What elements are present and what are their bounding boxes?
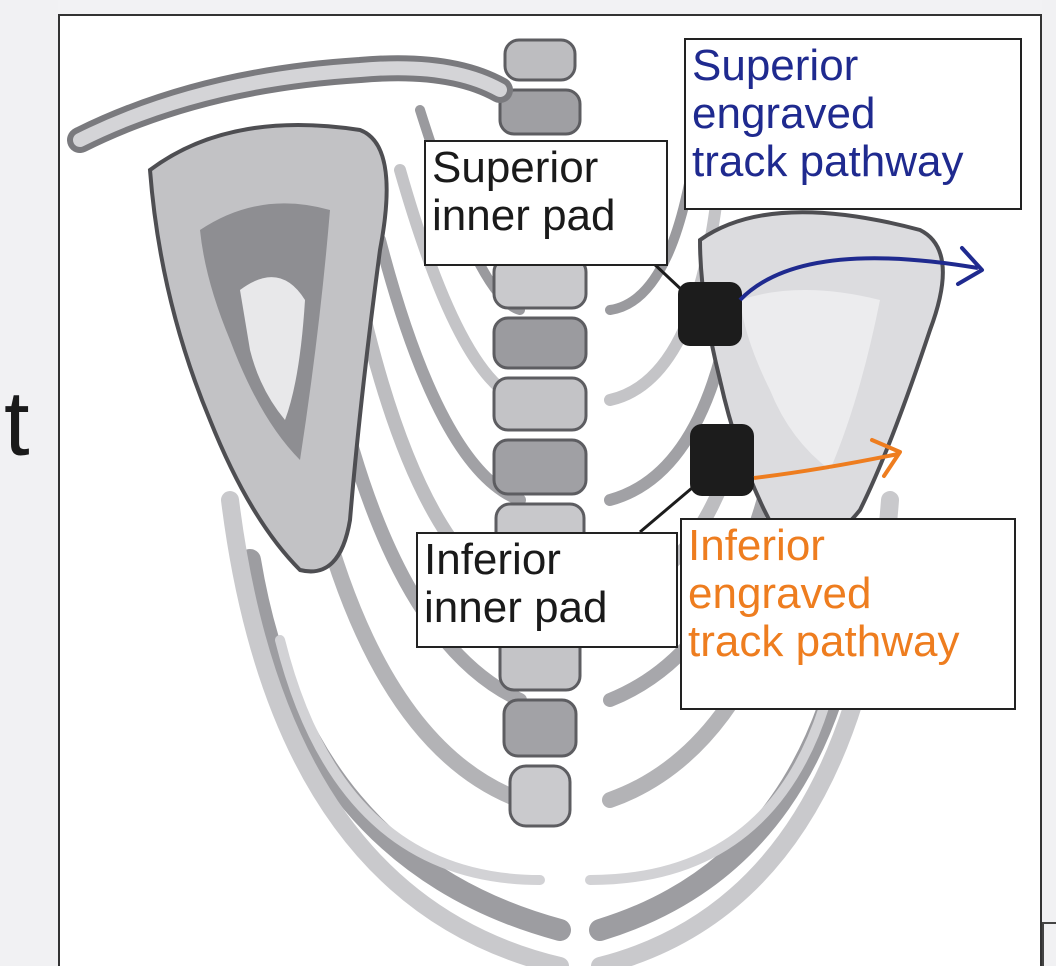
superior-inner-pad: [678, 282, 742, 346]
superior-track-label: Superior engraved track pathway: [684, 38, 1022, 210]
superior-inner-pad-label: Superior inner pad: [424, 140, 668, 266]
inferior-inner-pad-label: Inferior inner pad: [416, 532, 678, 648]
inferior-inner-pad: [690, 424, 754, 496]
inferior-track-label: Inferior engraved track pathway: [680, 518, 1016, 710]
